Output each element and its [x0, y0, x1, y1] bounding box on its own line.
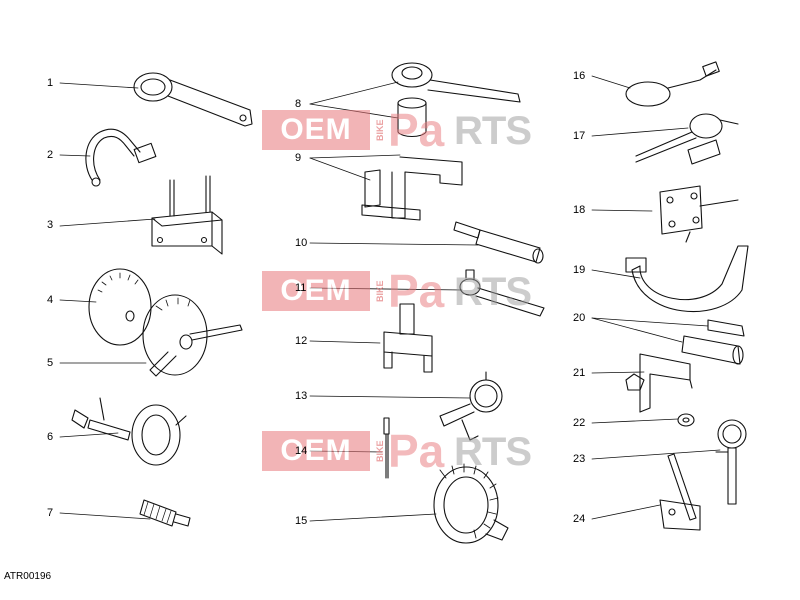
- tool-12-puller: [383, 303, 433, 373]
- tool-2-hook-tool: [85, 128, 157, 187]
- tool-22-nut: [677, 413, 695, 427]
- leader-lines: [59, 75, 721, 522]
- callout-10: 10: [295, 237, 308, 249]
- callout-16: 16: [573, 70, 586, 82]
- callout-7: 7: [47, 507, 54, 519]
- tool-1-ring-spanner: [133, 72, 253, 127]
- tool-5-degree-disc-pointer: [142, 294, 243, 377]
- watermark-oem-text: OEM: [262, 431, 370, 471]
- tool-14-pin: [383, 417, 390, 479]
- callout-22: 22: [573, 417, 586, 429]
- tool-24-stand: [659, 453, 701, 531]
- tool-9-plate-gauge: [361, 156, 463, 221]
- callout-15: 15: [295, 515, 308, 527]
- callout-17: 17: [573, 130, 586, 142]
- diagram-reference-code: ATR00196: [4, 571, 52, 582]
- callout-23: 23: [573, 453, 586, 465]
- tool-6-clamp-ring: [71, 397, 187, 466]
- callout-24: 24: [573, 513, 586, 525]
- tool-4-degree-disc: [88, 268, 152, 346]
- callout-1: 1: [47, 77, 54, 89]
- tool-13-dial-gauge: [439, 371, 503, 441]
- callout-12: 12: [295, 335, 308, 347]
- callout-8: 8: [295, 98, 302, 110]
- tool-3-stud-bracket: [151, 175, 223, 255]
- tool-19-c-frame: [625, 245, 749, 313]
- tool-15-clutch-holder: [433, 463, 509, 544]
- watermark-rts-text: RTS: [454, 430, 532, 474]
- callout-11: 11: [295, 282, 307, 294]
- watermark-rts-text: RTS: [454, 270, 532, 314]
- tool-20-pins: [681, 319, 745, 365]
- tool-7-knurled-pin: [139, 499, 191, 527]
- callout-6: 6: [47, 431, 54, 443]
- watermark-pa-text: Pa: [388, 265, 445, 317]
- tool-11-pin-wrench: [459, 269, 545, 317]
- callout-4: 4: [47, 294, 54, 306]
- callout-14: 14: [295, 445, 308, 457]
- callout-18: 18: [573, 204, 586, 216]
- watermark-bike-text: BIKE: [375, 119, 385, 141]
- tool-23-bore-gauge: [715, 419, 747, 505]
- tool-10-drift-punch: [453, 221, 544, 264]
- callout-5: 5: [47, 357, 54, 369]
- watermark-bike-text: BIKE: [375, 440, 385, 462]
- watermark-pa-text: Pa: [388, 104, 445, 156]
- watermark-oem-text: OEM: [262, 110, 370, 150]
- callout-19: 19: [573, 264, 586, 276]
- tool-21-bracket-with-knob: [625, 353, 693, 413]
- callout-9: 9: [295, 152, 302, 164]
- tool-8-wrench-and-socket: [391, 62, 521, 138]
- callout-21: 21: [573, 367, 586, 379]
- callout-3: 3: [47, 219, 54, 231]
- watermark-oem-text: OEM: [262, 271, 370, 311]
- callout-13: 13: [295, 390, 308, 402]
- tool-18-bracket: [659, 185, 739, 243]
- watermark-pa-text: Pa: [388, 425, 445, 477]
- watermark-rts-text: RTS: [454, 109, 532, 153]
- tool-17-flywheel-puller: [635, 113, 739, 165]
- tool-16-strap-wrench: [625, 61, 720, 107]
- callout-20: 20: [573, 312, 586, 324]
- watermark-bike-text: BIKE: [375, 280, 385, 302]
- callout-2: 2: [47, 149, 54, 161]
